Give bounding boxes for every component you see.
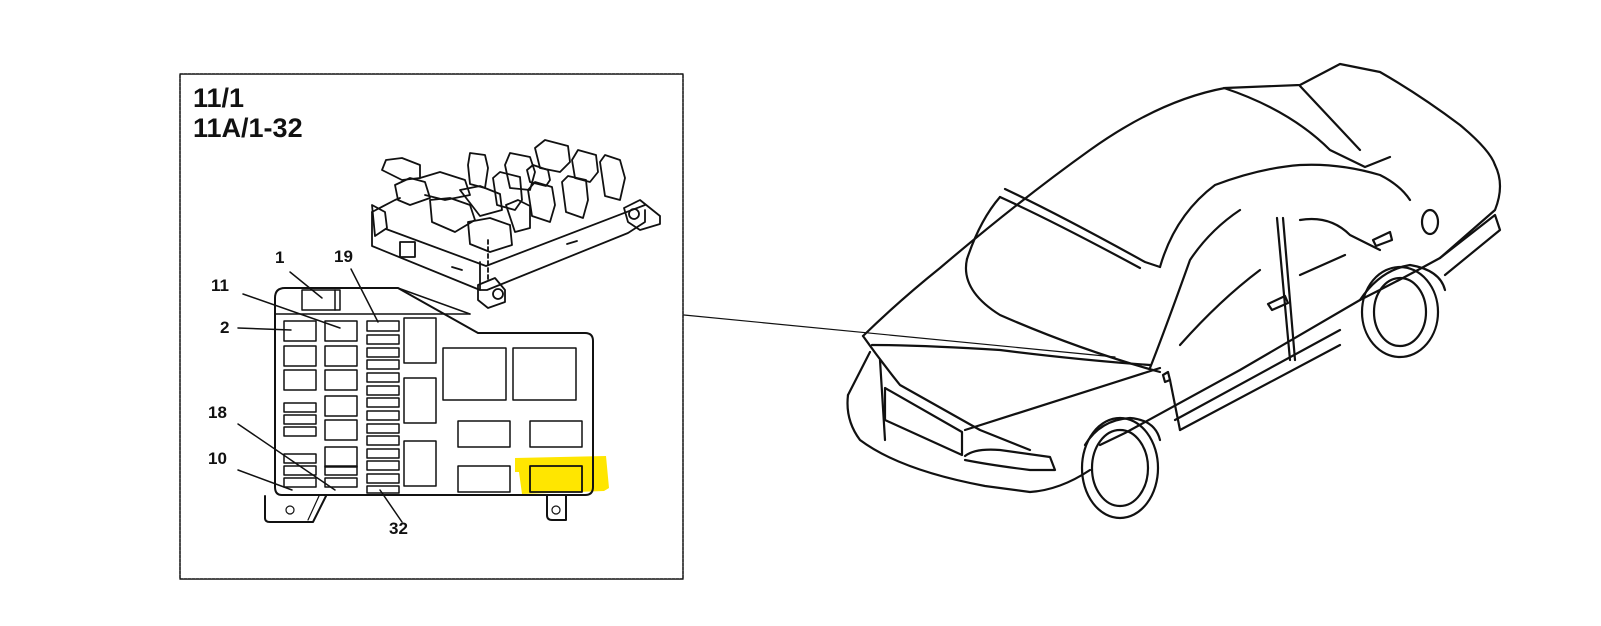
callout-10: 10 <box>208 449 227 468</box>
car-drawing <box>846 62 1502 520</box>
callout-19: 19 <box>334 247 353 266</box>
callout-leaders <box>237 268 403 523</box>
callout-2: 2 <box>220 318 230 337</box>
fuse-box-3d-drawing <box>371 139 661 309</box>
callout-1: 1 <box>275 248 285 267</box>
callout-32: 32 <box>389 519 408 538</box>
fuse-box-outline <box>274 287 594 496</box>
leader-line <box>683 314 1116 358</box>
fuse-1 <box>301 289 341 311</box>
callout-11: 11 <box>211 276 229 295</box>
highlighted-relay <box>529 465 583 493</box>
panel-title-line1: 11/1 <box>193 83 245 113</box>
detail-frame <box>179 73 684 580</box>
panel-title-line2: 11A/1-32 <box>193 113 303 143</box>
callout-18: 18 <box>208 403 227 422</box>
